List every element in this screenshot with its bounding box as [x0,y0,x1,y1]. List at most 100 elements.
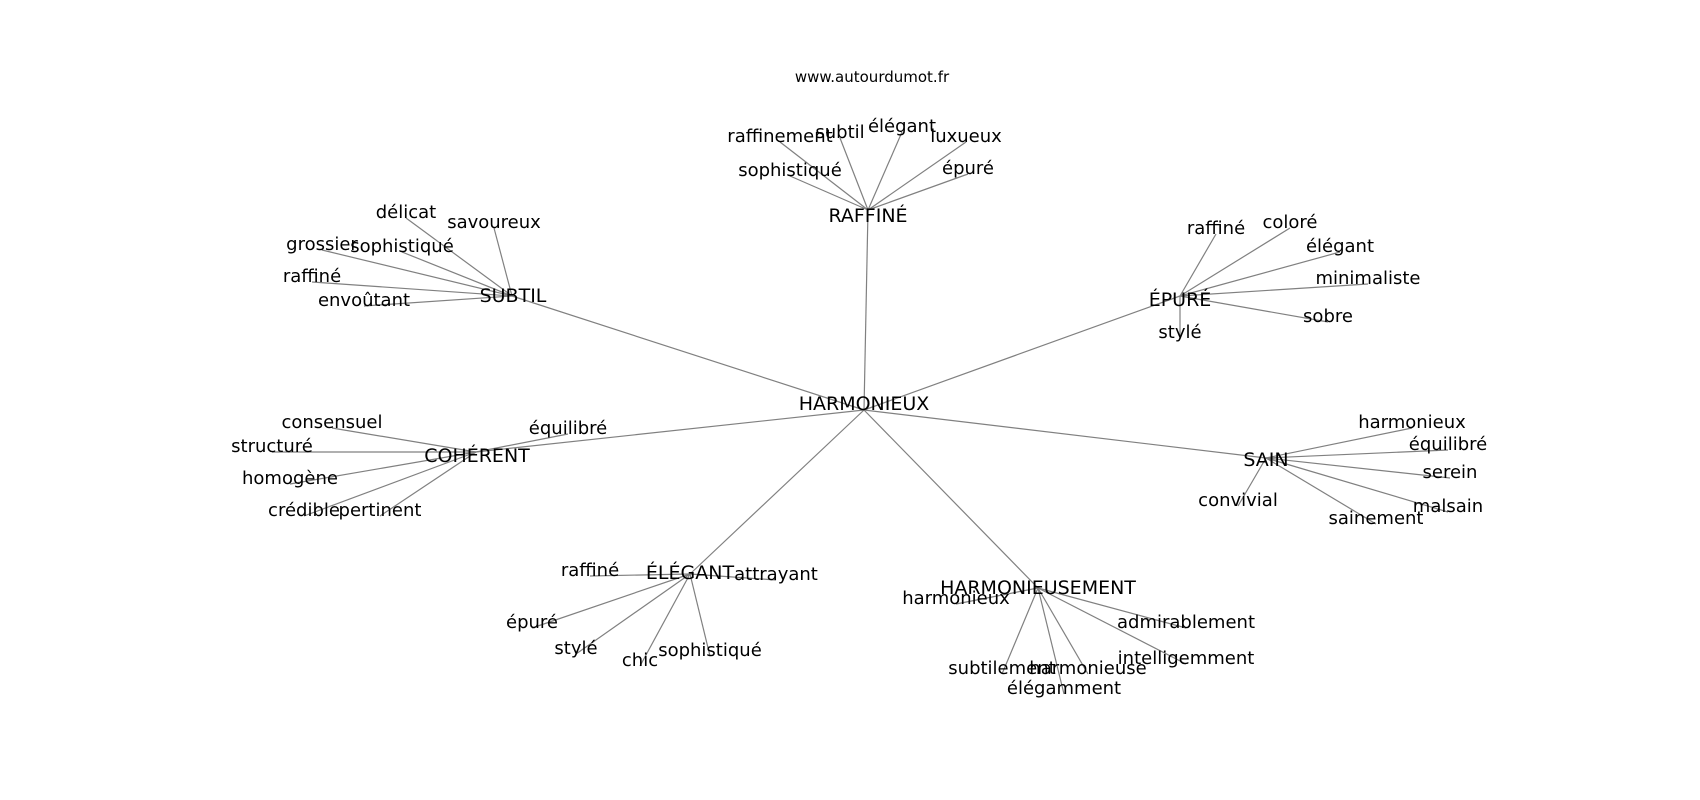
edge-elegant-leaf-3 [575,573,691,655]
leaf-node-harmonieusement-0[interactable]: harmonieux [902,588,1010,609]
leaf-node-elegant-1[interactable]: attrayant [734,564,818,585]
leaf-node-coherent-4[interactable]: crédible [268,500,340,521]
edge-subtil-leaf-1 [493,227,513,297]
edge-coherent-leaf-5 [379,451,477,517]
leaf-node-raffine-2[interactable]: élégant [868,116,936,137]
leaf-node-epure-0[interactable]: raffiné [1187,218,1245,239]
edge-subtil-leaf-4 [311,281,513,297]
edge-sain-leaf-4 [1265,457,1377,525]
leaf-node-subtil-4[interactable]: raffiné [283,266,341,287]
watermark-text: www.autourdumot.fr [795,68,950,86]
leaf-node-sain-1[interactable]: équilibré [1409,434,1487,455]
edge-subtil-leaf-0 [405,217,513,297]
edge-coherent-leaf-3 [289,451,477,485]
leaf-node-epure-1[interactable]: coloré [1262,212,1317,233]
leaf-node-harmonieusement-3[interactable]: subtilement [948,658,1055,679]
edge-center-raffine [863,209,869,411]
leaf-node-raffine-1[interactable]: subtil [815,122,864,143]
center-node-label[interactable]: HARMONIEUX [799,393,930,415]
leaf-node-sain-4[interactable]: sainement [1329,508,1424,529]
leaf-node-elegant-2[interactable]: épuré [506,612,558,633]
edge-elegant-leaf-1 [689,573,777,581]
edge-sain-leaf-1 [1265,449,1449,459]
edge-center-epure [863,295,1181,411]
edge-elegant-leaf-5 [689,573,711,657]
edges [272,131,1451,695]
hub-node-epure[interactable]: ÉPURÉ [1149,288,1212,311]
edge-epure-leaf-0 [1179,233,1217,297]
leaf-node-subtil-3[interactable]: sophistiqué [350,236,454,257]
leaf-node-epure-5[interactable]: stylé [1158,322,1201,343]
hub-node-elegant[interactable]: ÉLÉGANT [646,561,735,584]
edge-harmonieusement-leaf-0 [955,587,1039,605]
edge-subtil-leaf-2 [321,249,513,297]
leaf-node-raffine-0[interactable]: raffinement [727,126,832,147]
edge-raffine-leaf-3 [867,141,967,211]
edge-subtil-leaf-3 [401,251,513,297]
edge-harmonieusement-leaf-1 [1037,587,1187,629]
edge-epure-leaf-2 [1179,251,1341,297]
edge-epure-leaf-1 [1179,227,1291,297]
leaf-node-subtil-1[interactable]: savoureux [447,212,541,233]
edge-center-harmonieusement [863,409,1039,589]
leaf-node-subtil-2[interactable]: grossier [286,234,358,255]
leaf-node-subtil-5[interactable]: envoûtant [318,290,410,311]
leaf-node-epure-2[interactable]: élégant [1306,236,1374,257]
edge-center-subtil [511,295,865,411]
edge-harmonieusement-leaf-3 [1001,587,1039,675]
edge-sain-leaf-2 [1265,457,1451,479]
edge-center-elegant [689,409,865,575]
leaf-node-raffine-3[interactable]: luxueux [930,126,1002,147]
edge-raffine-leaf-0 [779,141,869,211]
hub-node-sain[interactable]: SAIN [1243,449,1288,471]
hub-node-harmonieusement[interactable]: HARMONIEUSEMENT [940,577,1136,599]
leaf-node-coherent-2[interactable]: structuré [231,436,313,457]
edge-subtil-leaf-5 [363,295,513,307]
leaf-node-subtil-0[interactable]: délicat [376,202,437,223]
leaf-node-elegant-3[interactable]: stylé [554,638,597,659]
edge-raffine-leaf-4 [789,175,869,211]
edge-harmonieusement-leaf-5 [1037,587,1065,695]
leaf-node-sain-5[interactable]: convivial [1198,490,1278,511]
edge-elegant-leaf-4 [639,573,691,667]
edge-epure-leaf-3 [1179,283,1369,297]
leaf-node-coherent-0[interactable]: équilibré [529,418,607,439]
edge-sain-leaf-3 [1265,457,1449,513]
edge-coherent-leaf-1 [331,427,477,453]
leaf-node-harmonieusement-2[interactable]: intelligemment [1118,648,1255,669]
leaf-node-harmonieusement-1[interactable]: admirablement [1117,612,1255,633]
leaf-node-raffine-4[interactable]: sophistiqué [738,160,842,181]
leaf-node-raffine-5[interactable]: épuré [942,158,994,179]
edge-raffine-leaf-1 [839,137,869,211]
leaf-node-elegant-4[interactable]: chic [622,650,658,671]
labels: www.autourdumot.fr HARMONIEUX raffinemen… [231,68,1487,699]
edge-harmonieusement-leaf-4 [1037,587,1089,675]
edge-center-coherent [475,409,865,453]
leaf-node-coherent-3[interactable]: homogène [242,468,338,489]
leaf-node-elegant-0[interactable]: raffiné [561,560,619,581]
edge-elegant-leaf-0 [589,573,691,577]
edge-raffine-leaf-5 [867,173,969,211]
edge-elegant-leaf-2 [531,573,691,629]
edge-coherent-leaf-0 [475,433,569,453]
edge-sain-leaf-0 [1265,427,1413,459]
leaf-node-sain-3[interactable]: malsain [1413,496,1483,517]
edge-epure-leaf-4 [1179,295,1329,323]
leaf-node-coherent-1[interactable]: consensuel [281,412,382,433]
leaf-node-epure-4[interactable]: sobre [1303,306,1353,327]
leaf-node-coherent-5[interactable]: pertinent [339,500,422,521]
edge-raffine-leaf-2 [867,131,903,211]
hub-node-subtil[interactable]: SUBTIL [480,285,547,307]
edge-sain-leaf-5 [1237,457,1267,507]
leaf-node-harmonieusement-4[interactable]: harmonieuse [1029,658,1146,679]
edge-coherent-leaf-4 [303,451,477,517]
edge-harmonieusement-leaf-2 [1037,587,1187,665]
leaf-node-harmonieusement-5[interactable]: élégamment [1007,678,1121,699]
leaf-node-sain-2[interactable]: serein [1423,462,1478,483]
leaf-node-elegant-5[interactable]: sophistiqué [658,640,762,661]
hub-node-raffine[interactable]: RAFFINÉ [828,204,907,227]
hub-node-coherent[interactable]: COHÉRENT [424,444,530,467]
leaf-node-epure-3[interactable]: minimaliste [1315,268,1420,289]
leaf-node-sain-0[interactable]: harmonieux [1358,412,1466,433]
